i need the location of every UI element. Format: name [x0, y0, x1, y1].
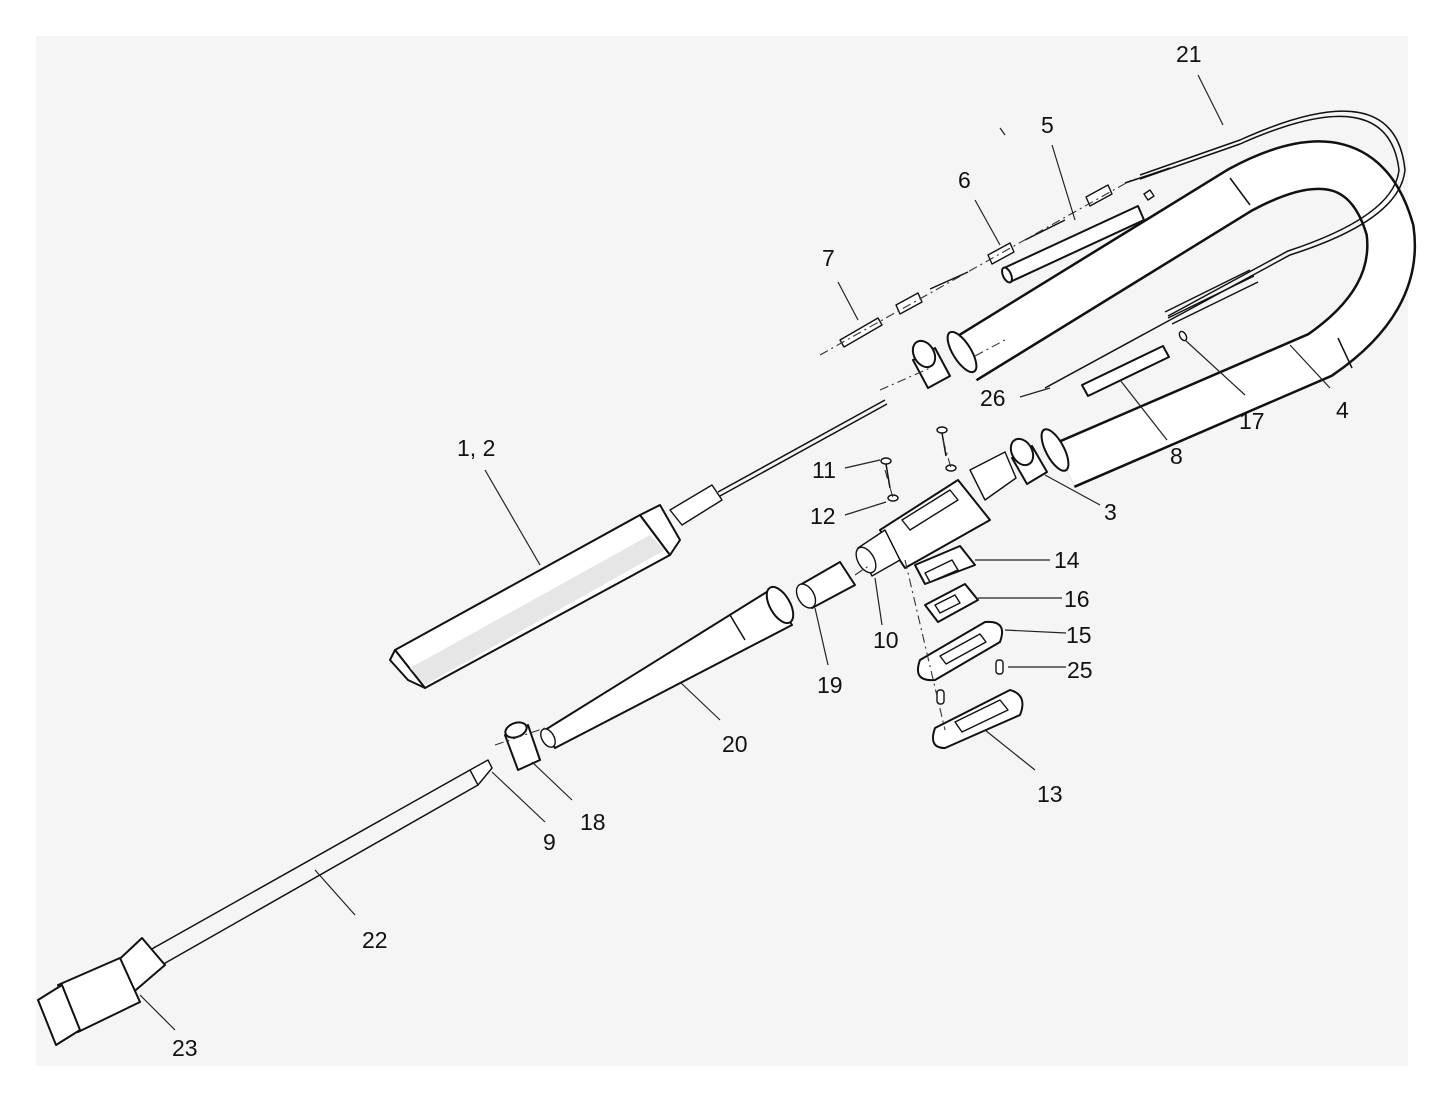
- part-3-nuts: [911, 339, 1048, 485]
- callout-13: 13: [1037, 781, 1063, 807]
- part-10-coupling: [855, 451, 1017, 577]
- callout-23: 23: [172, 1035, 198, 1061]
- part-26-wire: [1044, 319, 1171, 389]
- callout-26: 26: [980, 385, 1006, 411]
- part-21-cable: [1124, 110, 1406, 325]
- callout-18: 18: [580, 809, 606, 835]
- callout-4: 4: [1336, 397, 1349, 423]
- part-5-rod: [1001, 205, 1145, 284]
- callout-25: 25: [1067, 657, 1093, 683]
- callout-12: 12: [810, 503, 836, 529]
- part-4-hose: [946, 140, 1417, 488]
- callouts: 1, 2 3 4 5 6 7 8 9 10 11 12 13 14 15 16 …: [172, 41, 1349, 1061]
- callout-5: 5: [1041, 112, 1054, 138]
- callout-21: 21: [1176, 41, 1202, 67]
- part-22-23-cable-plug: [37, 759, 493, 1046]
- callout-16: 16: [1064, 586, 1090, 612]
- part-16-switch-module: [924, 583, 979, 623]
- callout-17: 17: [1239, 408, 1265, 434]
- callout-8: 8: [1170, 443, 1183, 469]
- callout-14: 14: [1054, 547, 1080, 573]
- callout-15: 15: [1066, 622, 1092, 648]
- callout-10: 10: [873, 627, 899, 653]
- callout-9: 9: [543, 829, 556, 855]
- callout-22: 22: [362, 927, 388, 953]
- assembly-axes: [494, 177, 1136, 746]
- part-25-pins: [936, 659, 1004, 705]
- callout-7: 7: [822, 245, 835, 271]
- part-15-cover: [916, 620, 1004, 682]
- leader-lines: [139, 74, 1331, 1031]
- callout-11: 11: [812, 457, 836, 483]
- part-14-switch: [914, 545, 976, 585]
- part-8-rod: [1081, 345, 1170, 397]
- part-19-connector: [795, 561, 856, 609]
- callout-6: 6: [958, 167, 971, 193]
- part-13-base: [932, 689, 1024, 749]
- callout-20: 20: [722, 731, 748, 757]
- part-20-handle: [540, 585, 795, 749]
- callout-19: 19: [817, 672, 843, 698]
- callout-1-2: 1, 2: [457, 435, 495, 461]
- part-18-ring: [504, 721, 541, 771]
- callout-3: 3: [1104, 499, 1117, 525]
- part-1-2-vibrator-head: [389, 399, 888, 689]
